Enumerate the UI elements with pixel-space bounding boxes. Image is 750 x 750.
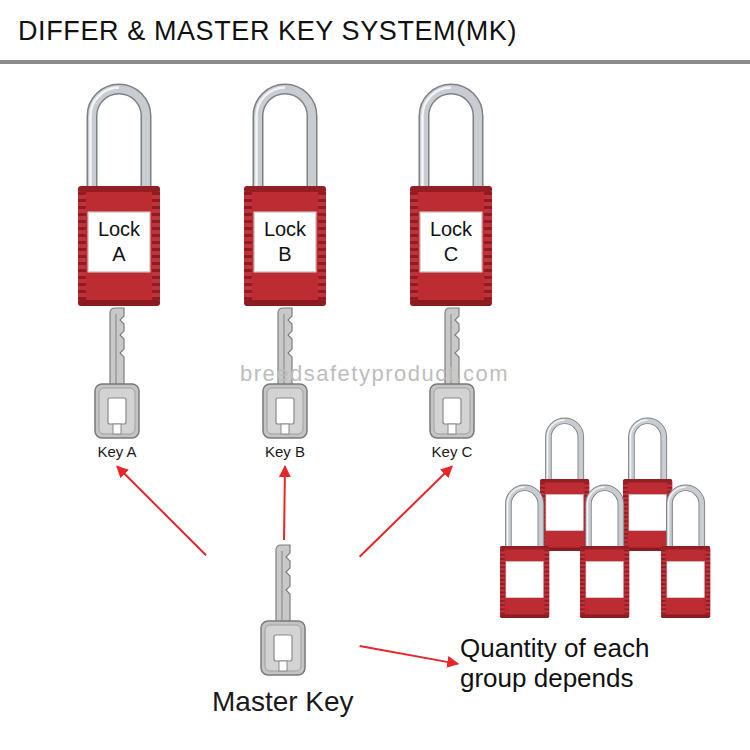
node-text: Lock B — [259, 217, 311, 267]
arrow-connector — [360, 466, 452, 557]
node-text: Lock C — [425, 217, 477, 267]
arrow-connector — [117, 466, 206, 555]
padlock-a — [78, 88, 160, 307]
node-text: Key A — [88, 443, 146, 460]
group-padlock — [500, 487, 549, 618]
node-text: Key C — [423, 443, 481, 460]
padlock-c — [410, 88, 492, 307]
node-text: Key B — [256, 443, 314, 460]
lock-label: Lock A — [88, 212, 150, 272]
watermark: breedsafetyproduct.com — [240, 361, 509, 387]
padlock-b — [244, 88, 326, 307]
group-padlock — [661, 487, 710, 618]
node-text: Master Key — [212, 686, 354, 718]
group-padlock — [623, 420, 672, 551]
key: Key C — [417, 305, 487, 466]
padlock-group — [500, 420, 710, 618]
master-key: Master Key — [206, 540, 360, 724]
lock-label: Lock C — [420, 212, 482, 272]
group-padlock — [580, 487, 629, 618]
node-text: Lock A — [93, 217, 145, 267]
title: DIFFER & MASTER KEY SYSTEM(MK) — [18, 15, 517, 47]
master-key-picture — [261, 545, 305, 675]
node-text: Quantity of each group depends — [460, 634, 716, 694]
lock-label: Lock B — [254, 212, 316, 272]
key: Key B — [250, 305, 320, 466]
title-rule — [0, 60, 750, 64]
arrow-connector — [360, 646, 458, 664]
arrow-connector — [283, 466, 286, 540]
quantity-note: Quantity of each group depends — [458, 632, 718, 696]
key: Key A — [82, 305, 152, 466]
key-a-picture — [95, 308, 139, 438]
group-padlock — [540, 420, 589, 551]
